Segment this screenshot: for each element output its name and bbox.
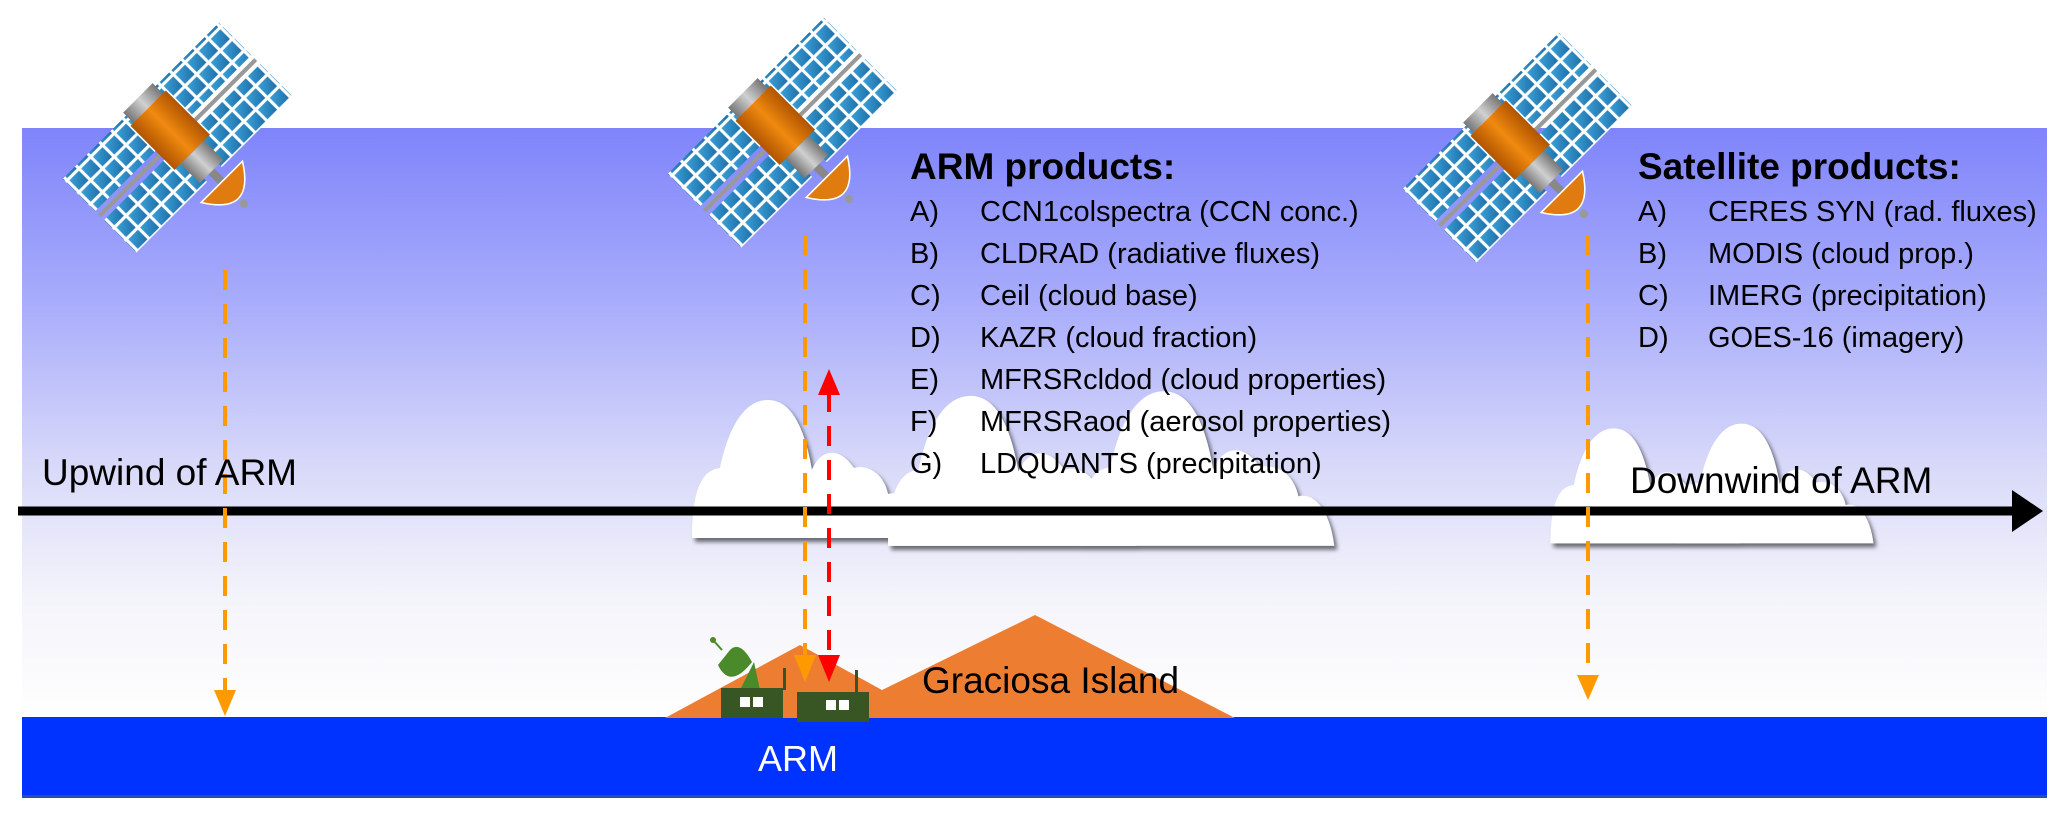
wind-arrowhead-icon bbox=[2012, 490, 2043, 532]
arm-product-item: D)KAZR (cloud fraction) bbox=[910, 322, 1258, 354]
downwind-label: Downwind of ARM bbox=[1630, 460, 1933, 501]
arrowhead-up-icon bbox=[818, 369, 840, 395]
arm-product-item: E)MFRSRcldod (cloud properties) bbox=[910, 364, 1387, 396]
satellite-downwind-icon bbox=[1400, 30, 1650, 280]
satellite-product-item: B)MODIS (cloud prop.) bbox=[1638, 238, 1974, 270]
satellite-arrow-upwind bbox=[214, 270, 236, 716]
arrowhead-down-icon bbox=[214, 690, 236, 716]
satellite-arrow-center bbox=[794, 235, 816, 682]
arm-products-heading: ARM products: bbox=[910, 146, 1176, 187]
arrowhead-down-icon bbox=[1577, 675, 1599, 700]
satellite-product-item: A)CERES SYN (rad. fluxes) bbox=[1638, 196, 2037, 228]
arm-station-label: ARM bbox=[758, 738, 838, 779]
arrowhead-down-icon bbox=[818, 655, 840, 682]
ground-observation-arrow bbox=[818, 369, 840, 682]
arm-product-item: F)MFRSRaod (aerosol properties) bbox=[910, 406, 1391, 438]
arm-product-item: G)LDQUANTS (precipitation) bbox=[910, 448, 1322, 480]
satellite-upwind-icon bbox=[60, 20, 310, 270]
arm-product-item: C)Ceil (cloud base) bbox=[910, 280, 1198, 312]
satellite-arrow-downwind bbox=[1577, 235, 1599, 700]
arm-station-icon bbox=[710, 637, 869, 722]
satellite-products-heading: Satellite products: bbox=[1638, 146, 1961, 187]
arrowhead-down-icon bbox=[794, 655, 816, 682]
satellite-center-icon bbox=[665, 15, 915, 265]
ocean bbox=[22, 717, 2047, 798]
upwind-label: Upwind of ARM bbox=[42, 452, 297, 493]
island-label: Graciosa Island bbox=[922, 660, 1180, 701]
satellite-product-item: C)IMERG (precipitation) bbox=[1638, 280, 1987, 312]
arm-product-item: B)CLDRAD (radiative fluxes) bbox=[910, 238, 1321, 270]
arm-product-item: A)CCN1colspectra (CCN conc.) bbox=[910, 196, 1359, 228]
satellite-product-item: D)GOES-16 (imagery) bbox=[1638, 322, 1965, 354]
